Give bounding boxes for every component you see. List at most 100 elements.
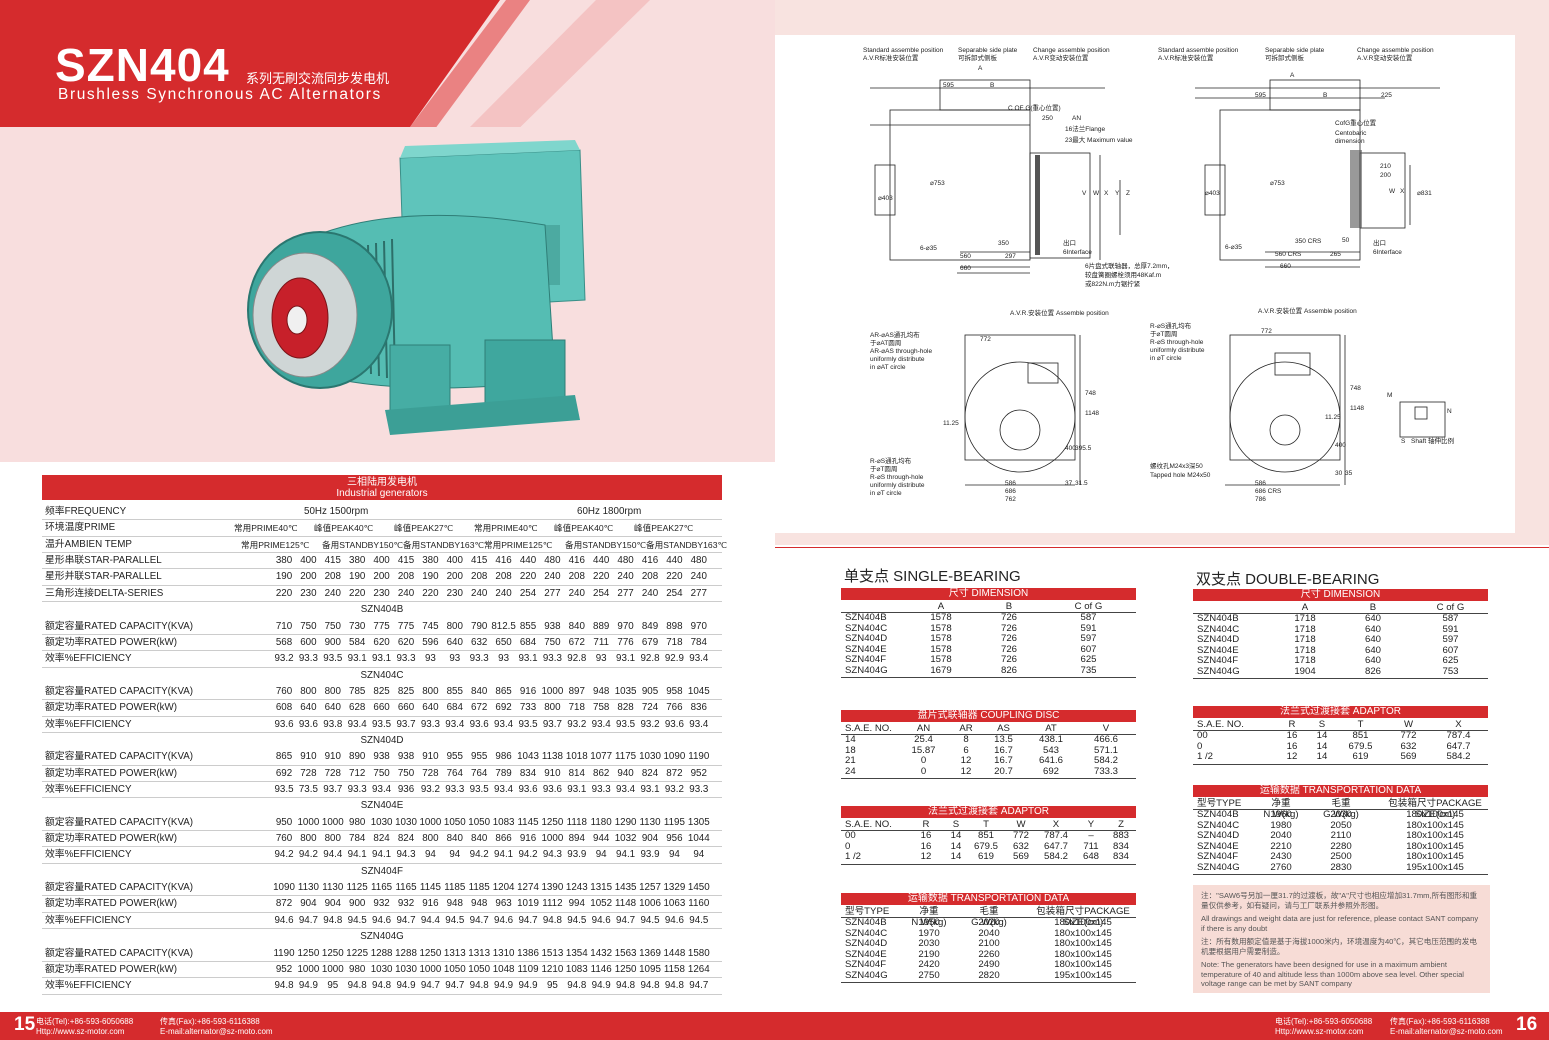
cell: 94.8 [469,980,489,992]
cell: 750 [544,636,561,648]
cell: 745 [422,620,439,632]
cell: 836 [690,702,707,714]
drawing-label: Separable side plate [1265,47,1325,54]
cell: 93 [449,653,461,665]
cell: 92.9 [664,653,684,665]
cell: 240 [471,587,488,599]
cell: 1448 [663,947,686,959]
cell: 726 [1000,643,1017,655]
table-rule [42,535,722,537]
cell: 1030 [395,816,417,828]
table-rule [42,895,722,897]
cell: 948 [471,898,488,910]
cell: 16.7 [994,755,1013,766]
cell: 910 [324,751,341,763]
cell: 190 [275,571,293,583]
header-cell: 净重N.W(kg) [1263,798,1299,820]
technical-drawing-panel [775,35,1515,533]
row-label: 额定功率RATED POWER(kW) [45,702,178,714]
cell: 93.6 [274,718,294,730]
cell: 840 [471,685,488,697]
cell: 1950 [918,917,940,928]
cell: 00 [845,830,856,841]
cell: 787.4 [1043,830,1068,841]
cell: 1125 [346,882,368,893]
dim-label: 31.5 [1075,480,1088,487]
footer-fax: 传真(Fax):+86-593-6116388 [1390,1017,1490,1026]
cell: 94 [595,849,607,861]
cell: 986 [495,751,512,763]
cell: 1980 [1270,819,1292,831]
cell: 240 [397,587,415,599]
cell: 916 [422,898,439,910]
cell: 826 [1000,664,1017,676]
cell: 14 [1316,730,1328,741]
table-title: 运输数据 TRANSPORTATION DATA [1193,785,1488,797]
cell: 647.7 [1043,840,1068,852]
drawing-note: 于⌀T圆周 [1150,330,1177,338]
footer-email[interactable]: E-mail:alternator@sz-moto.com [160,1027,273,1036]
footer-email[interactable]: E-mail:alternator@sz-moto.com [1390,1027,1503,1036]
table-rule [1193,678,1488,679]
header-cell: T [983,819,989,830]
dim-label: Z [1126,190,1130,197]
cell: 1313 [468,947,491,959]
cell: 865 [495,685,512,697]
cell: 840 [471,833,488,844]
cell: 12 [960,755,972,766]
cell: 12 [1286,751,1298,762]
cell: 94.8 [372,980,392,992]
cell: 93.4 [445,718,465,730]
cell: 1160 [688,898,710,910]
drawing-note: 于⌀AT圆周 [870,339,901,347]
footer-web[interactable]: Http://www.sz-motor.com [1275,1027,1364,1036]
cell: 1118 [566,816,587,828]
cell: 1195 [663,816,685,828]
temp-cell: 备用STANDBY163℃ [646,539,728,550]
footer-web[interactable]: Http://www.sz-motor.com [36,1027,125,1036]
cell: 897 [568,685,585,697]
cell: 587 [1442,613,1459,624]
cell: 93.4 [689,718,709,730]
cell: 480 [617,555,634,566]
cell: 0 [1197,740,1203,752]
table-rule [42,650,722,652]
cell: 916 [519,685,537,697]
cell: 2020 [978,917,1000,928]
cell: 692 [495,702,512,714]
cell: 750 [373,767,390,779]
cell: 776 [617,636,634,648]
cell: 1250 [541,816,564,828]
cell: 938 [373,751,390,763]
freq-60: 60Hz 1800rpm [577,506,642,517]
cell: SZN404B [1197,613,1239,624]
footer-tel: 电话(Tel):+86-593-6050688 [36,1017,134,1026]
cell: 834 [1112,840,1129,852]
cell: 800 [300,833,317,844]
cell: 1145 [419,882,441,893]
cell: 6 [963,744,969,756]
cell: 2280 [1330,840,1352,852]
dim-label: 762 [1005,496,1016,503]
note-cn-1: 注："SAW6号另加一厘31.7的过渡板，故"A"尺寸也相应增加31.7mm,所… [1201,891,1478,910]
cell: 180x100x145 [1054,927,1112,939]
table-rule [42,830,722,831]
header-cell: S.A.E. NO. [1197,719,1244,730]
cell: 775 [397,620,415,632]
cell: 619 [977,851,994,862]
cell: 952 [275,963,293,975]
cell: 584.2 [1446,751,1471,762]
cell: 1305 [687,816,710,828]
dim-label: 586 [1255,480,1266,487]
row-label: 星形并联STAR-PARALLEL [45,571,162,583]
table-rule [841,863,1136,865]
cell: 1180 [590,816,612,828]
table-rule [42,764,722,766]
drawing-note: R-⌀S通孔均布 [1150,321,1192,330]
